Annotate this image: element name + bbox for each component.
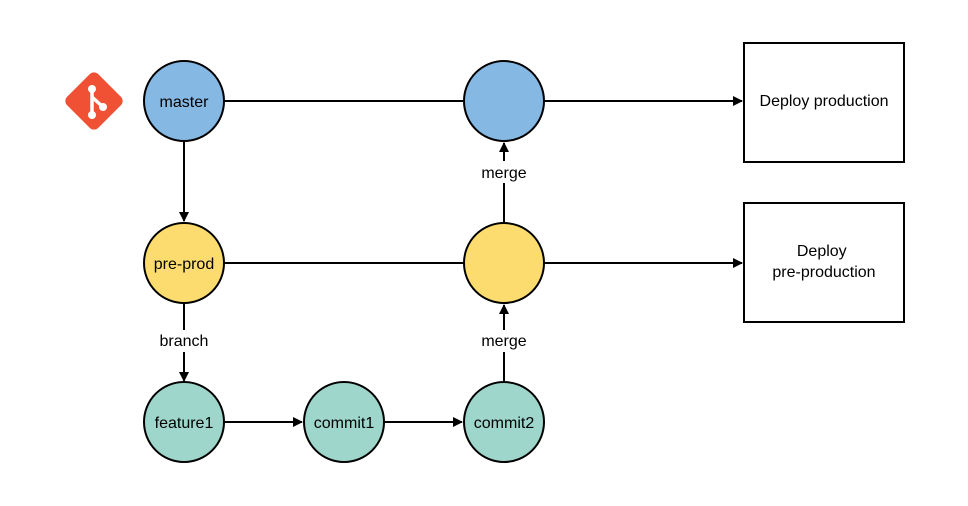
node-preprod [143, 222, 225, 304]
branch-label: branch [160, 333, 209, 350]
deploy-preprod-line-1: Deploy [797, 243, 847, 260]
node-commit1-label: commit1 [314, 415, 375, 432]
branch-label-bg [152, 330, 216, 352]
deploy-preprod-label: Deploy pre-production [772, 243, 875, 281]
node-commit1 [303, 381, 385, 463]
deploy-preprod-line-2: pre-production [772, 264, 875, 281]
merge-bottom-label-bg [474, 330, 534, 352]
node-master-label: master [160, 94, 210, 111]
node-preprod-merge [463, 222, 545, 304]
merge-top-label-bg [474, 161, 534, 183]
merge-label-bottom: merge [481, 333, 526, 350]
node-preprod-label: pre-prod [154, 256, 214, 273]
node-master [143, 60, 225, 142]
deploy-production-label: Deploy production [760, 93, 889, 110]
deploy-production-line-1: Deploy production [760, 93, 889, 110]
node-commit2 [463, 381, 545, 463]
merge-label-top: merge [481, 165, 526, 182]
node-feature1 [143, 381, 225, 463]
deploy-production-box [743, 42, 905, 163]
node-commit2-label: commit2 [474, 415, 535, 432]
git-logo-icon [65, 72, 123, 130]
node-feature1-label: feature1 [155, 415, 214, 432]
node-master-merge [463, 60, 545, 142]
deploy-preprod-box [743, 202, 905, 323]
